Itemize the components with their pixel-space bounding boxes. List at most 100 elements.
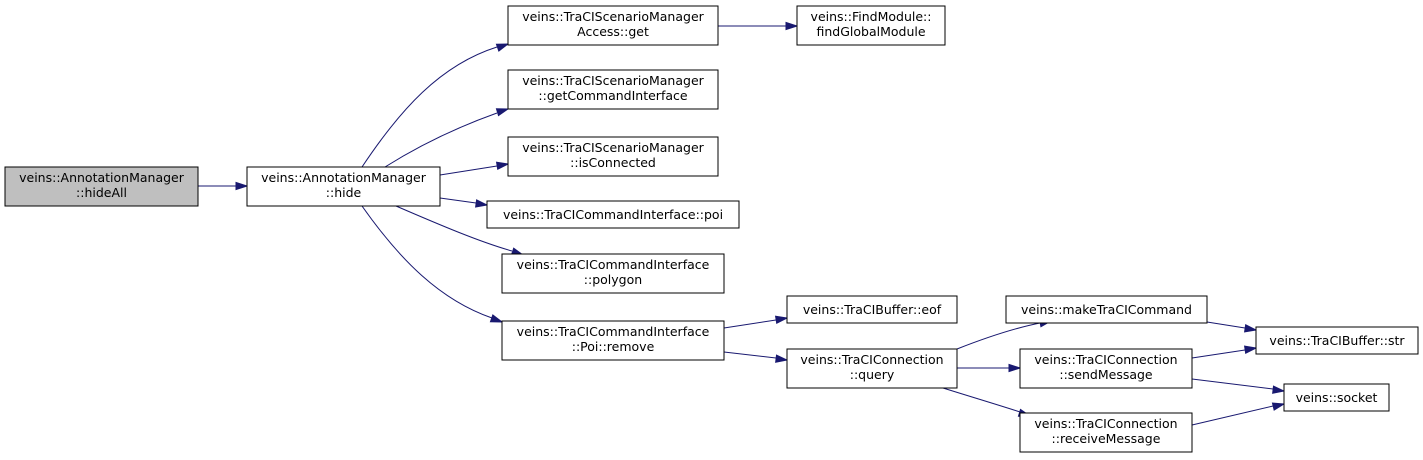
edge-arrowhead: [235, 181, 249, 191]
node-makeCmd[interactable]: veins::makeTraCICommand: [1005, 295, 1208, 324]
node-findGlobal-line-1: veins::FindModule::: [811, 9, 932, 24]
node-getCmdIf-line-1: veins::TraCIScenarioManager: [522, 73, 704, 88]
node-accessGet-line-1: veins::TraCIScenarioManager: [522, 9, 704, 24]
edge-line: [1206, 321, 1246, 329]
node-hideAll-line-2: ::hideAll: [76, 185, 127, 200]
node-isConnected[interactable]: veins::TraCIScenarioManager ::isConnecte…: [507, 136, 719, 177]
edge-makeCmd-to-str: [1206, 321, 1258, 333]
node-eof-box: [786, 295, 958, 324]
edge-hide-to-getCmdIf: [384, 108, 510, 168]
edge-arrowhead: [785, 21, 799, 31]
node-makeCmd-box: [1005, 295, 1208, 324]
node-poiRemove-box: [501, 320, 725, 361]
node-accessGet[interactable]: veins::TraCIScenarioManager Access::get: [507, 5, 719, 46]
node-hide-line-2: ::hide: [326, 185, 362, 200]
edge-hide-to-poi: [439, 197, 489, 208]
node-query-line-1: veins::TraCIConnection: [800, 352, 943, 367]
node-receiveMessage[interactable]: veins::TraCIConnection ::receiveMessage: [1019, 412, 1193, 453]
edge-line: [1191, 405, 1274, 426]
edge-arrowhead: [495, 108, 510, 117]
node-polygon[interactable]: veins::TraCICommandInterface ::polygon: [501, 253, 725, 294]
edge-sendMessage-to-str: [1191, 345, 1258, 359]
node-hideAll-box: [4, 166, 199, 207]
edge-line: [395, 205, 513, 252]
edge-arrowhead: [1008, 363, 1022, 373]
node-poi[interactable]: veins::TraCICommandInterface::poi: [486, 200, 740, 229]
node-hideAll[interactable]: veins::AnnotationManager ::hideAll: [4, 166, 199, 207]
node-str-line-1: veins::TraCIBuffer::str: [1269, 333, 1405, 348]
node-socket-line-1: veins::socket: [1296, 390, 1378, 405]
edge-arrowhead: [774, 315, 789, 325]
node-sendMessage-line-2: ::sendMessage: [1059, 367, 1153, 382]
node-hideAll-line-1: veins::AnnotationManager: [19, 170, 185, 185]
edge-arrowhead: [475, 199, 489, 208]
edge-line: [361, 205, 493, 319]
edge-hide-to-poiRemove: [361, 205, 504, 323]
node-socket[interactable]: veins::socket: [1283, 383, 1390, 412]
edge-poiRemove-to-query: [723, 351, 789, 363]
node-query-line-2: ::query: [850, 367, 895, 382]
edge-arrowhead: [495, 43, 510, 52]
edge-arrowhead: [489, 314, 504, 323]
node-hide-box: [246, 166, 441, 207]
edge-arrowhead: [1272, 385, 1286, 394]
edge-line: [439, 165, 498, 176]
node-getCmdIf-box: [507, 69, 719, 110]
node-poi-line-1: veins::TraCICommandInterface::poi: [503, 207, 723, 222]
edge-line: [723, 319, 777, 329]
edge-line: [942, 387, 1021, 413]
node-poiRemove[interactable]: veins::TraCICommandInterface ::Poi::remo…: [501, 320, 725, 361]
node-polygon-box: [501, 253, 725, 294]
node-receiveMessage-line-1: veins::TraCIConnection: [1034, 416, 1177, 431]
node-polygon-line-2: ::polygon: [584, 272, 642, 287]
node-isConnected-box: [507, 136, 719, 177]
node-socket-box: [1283, 383, 1390, 412]
edge-line: [1191, 378, 1274, 390]
edges-layer: [198, 21, 1286, 426]
node-hide-line-1: veins::AnnotationManager: [261, 170, 427, 185]
edge-sendMessage-to-socket: [1191, 378, 1286, 394]
node-poi-box: [486, 200, 740, 229]
node-accessGet-line-2: Access::get: [577, 24, 649, 39]
node-hide[interactable]: veins::AnnotationManager ::hide: [246, 166, 441, 207]
node-findGlobal[interactable]: veins::FindModule:: findGlobalModule: [796, 5, 946, 46]
node-isConnected-line-2: ::isConnected: [570, 155, 656, 170]
edge-line: [723, 351, 777, 359]
edge-poiRemove-to-eof: [723, 315, 789, 329]
node-eof[interactable]: veins::TraCIBuffer::eof: [786, 295, 958, 324]
edge-line: [439, 197, 477, 204]
edge-hide-to-accessGet: [361, 43, 510, 168]
edge-arrowhead: [495, 161, 510, 171]
edge-query-to-receiveMessage: [942, 387, 1032, 417]
edge-arrowhead: [1243, 345, 1258, 354]
node-sendMessage[interactable]: veins::TraCIConnection ::sendMessage: [1019, 348, 1193, 389]
node-getCmdIf[interactable]: veins::TraCIScenarioManager ::getCommand…: [507, 69, 719, 110]
node-polygon-line-1: veins::TraCICommandInterface: [517, 257, 710, 272]
node-poiRemove-line-1: veins::TraCICommandInterface: [517, 324, 710, 339]
node-receiveMessage-line-2: ::receiveMessage: [1052, 431, 1161, 446]
node-poiRemove-line-2: ::Poi::remove: [572, 339, 655, 354]
node-findGlobal-line-2: findGlobalModule: [816, 24, 925, 39]
edge-line: [384, 112, 498, 168]
node-getCmdIf-line-2: ::getCommandInterface: [538, 88, 687, 103]
node-sendMessage-box: [1019, 348, 1193, 389]
node-query[interactable]: veins::TraCIConnection ::query: [786, 348, 958, 389]
node-makeCmd-line-1: veins::makeTraCICommand: [1021, 302, 1192, 317]
node-isConnected-line-1: veins::TraCIScenarioManager: [522, 140, 704, 155]
edge-query-to-sendMessage: [957, 363, 1022, 373]
edge-arrowhead: [1243, 324, 1258, 333]
edge-line: [956, 322, 1041, 350]
node-sendMessage-line-1: veins::TraCIConnection: [1034, 352, 1177, 367]
edge-hideAll-to-hide: [198, 181, 249, 191]
edge-line: [361, 46, 498, 168]
edge-arrowhead: [775, 354, 789, 363]
node-str[interactable]: veins::TraCIBuffer::str: [1255, 326, 1419, 355]
node-str-box: [1255, 326, 1419, 355]
node-eof-line-1: veins::TraCIBuffer::eof: [803, 302, 942, 317]
edge-query-to-makeCmd: [956, 319, 1053, 350]
node-findGlobal-box: [796, 5, 946, 46]
node-accessGet-box: [507, 5, 719, 46]
edge-line: [1191, 349, 1246, 359]
edge-hide-to-isConnected: [439, 161, 510, 176]
